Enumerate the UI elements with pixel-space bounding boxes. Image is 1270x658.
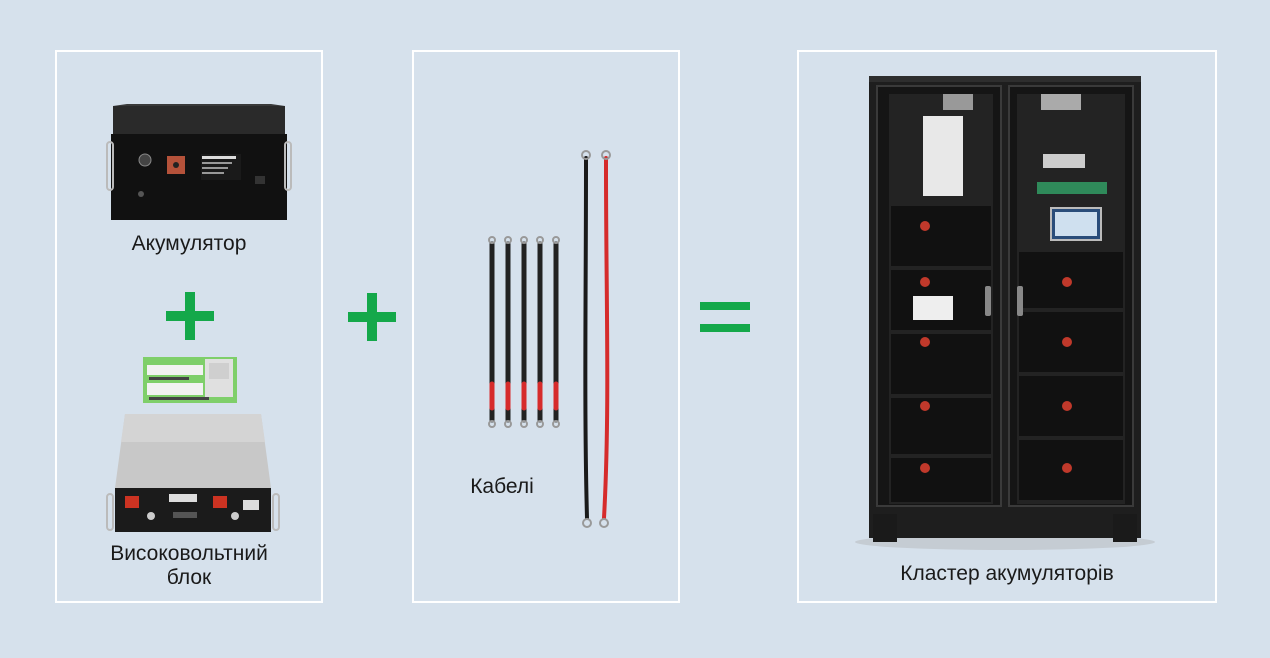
battery-module-image: [106, 104, 292, 220]
battery-label: Акумулятор: [131, 232, 247, 255]
hv-block-label: Високовольтний блок: [110, 542, 268, 589]
plus-icon: [348, 293, 396, 341]
battery-cluster-cabinet-image: [855, 76, 1155, 550]
high-voltage-box-image: [106, 414, 280, 532]
cluster-panel: [797, 50, 1217, 603]
plus-icon: [166, 292, 214, 340]
cables-panel: [412, 50, 680, 603]
equals-icon: [700, 302, 750, 332]
cables-image: [488, 150, 611, 528]
cables-label: Кабелі: [470, 475, 534, 498]
bms-board-image: [143, 357, 237, 403]
cluster-label: Кластер акумуляторів: [900, 562, 1114, 585]
battery-panel: [55, 50, 323, 603]
